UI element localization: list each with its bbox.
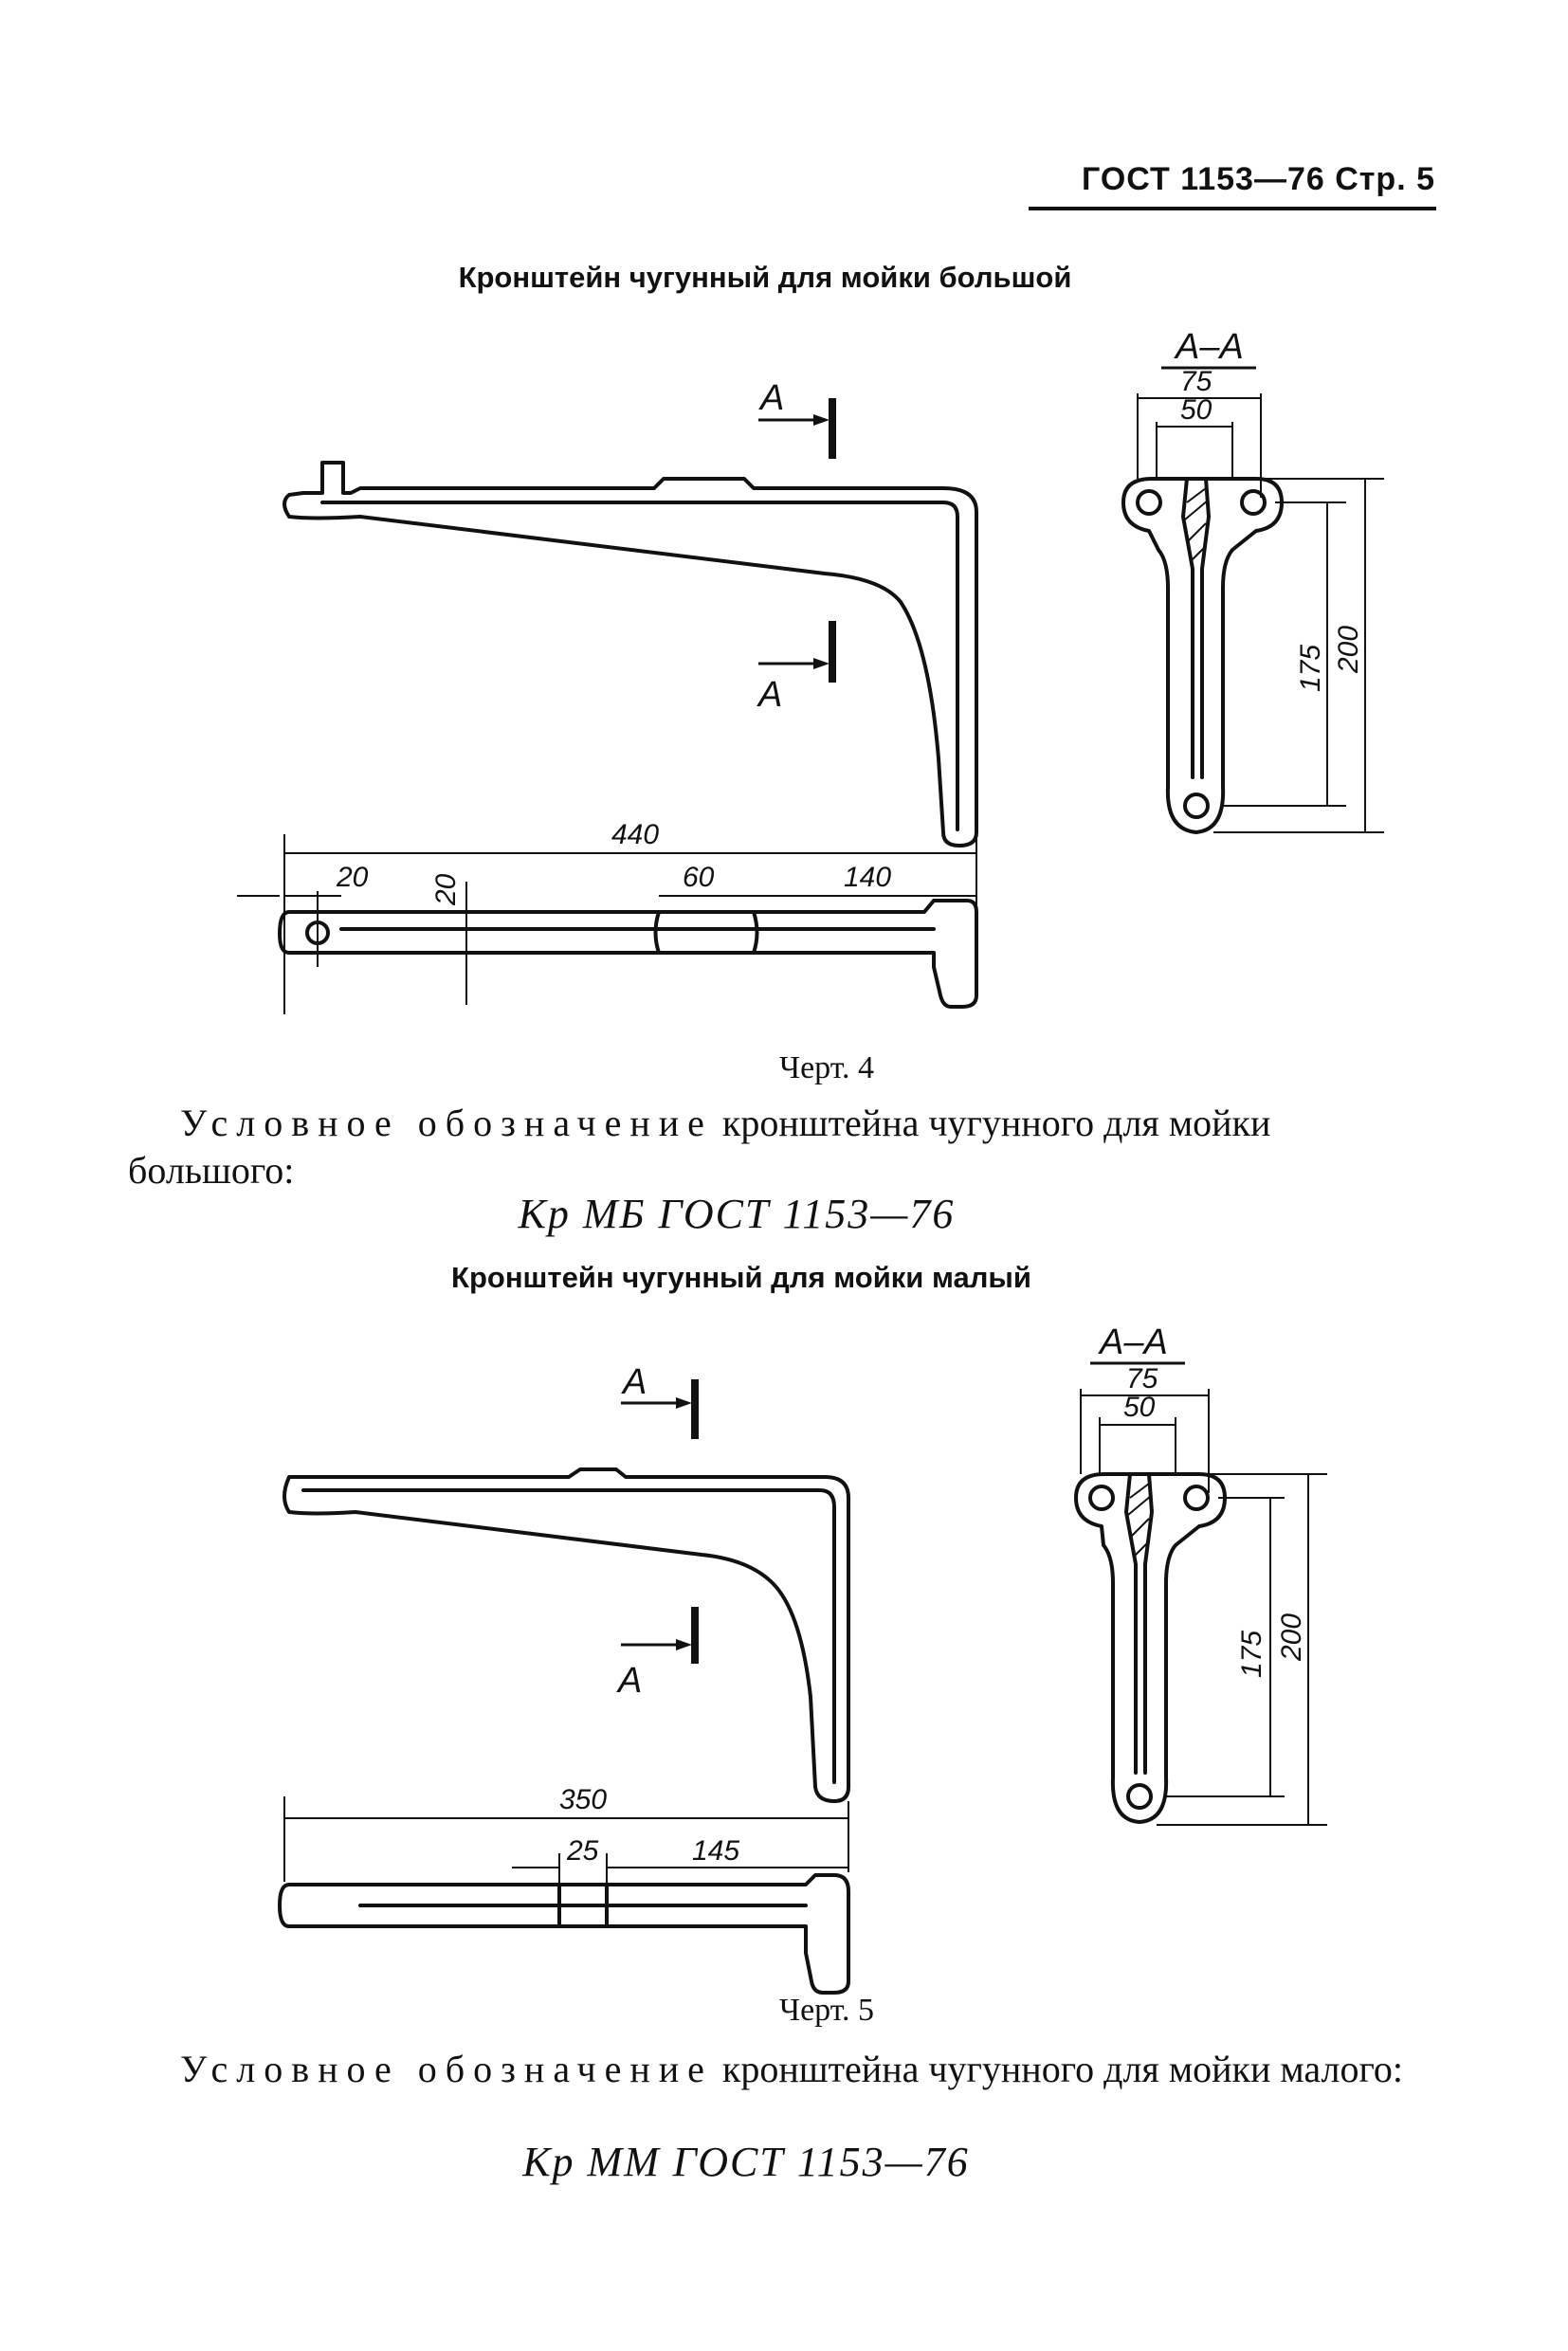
figure4-paragraph: Условное обозначение кронштейна чугунног… <box>128 1100 1436 1194</box>
figure5-section-label-bottom: А <box>616 1661 642 1701</box>
figure5-dim-overall: 350 <box>559 1784 607 1815</box>
figure5-section-title: А–А <box>1098 1322 1168 1362</box>
figure5-paragraph-rest: кронштейна чугунного для мойки малого: <box>721 2048 1404 2090</box>
page-header: ГОСТ 1153—76 Стр. 5 <box>1082 161 1435 197</box>
header-rule <box>1029 207 1436 210</box>
figure5-dim-200: 200 <box>1276 1613 1307 1662</box>
figure4-dim-75: 75 <box>1180 366 1212 397</box>
figure4-paragraph-rest: кронштейна чугунного для мойки большого: <box>128 1102 1271 1192</box>
figure5-dim-175: 175 <box>1236 1631 1267 1678</box>
figure4-dim-20b: 20 <box>430 873 462 906</box>
figure4-section-label-top: А <box>758 378 784 418</box>
figure4-dim-overall: 440 <box>611 819 659 850</box>
figure5-dim-75: 75 <box>1126 1363 1158 1394</box>
figure4-section-label-bottom: А <box>757 675 782 715</box>
figure4-dim-175: 175 <box>1295 645 1326 692</box>
figure4-dim-20a: 20 <box>336 862 369 893</box>
figure4-title: Кронштейн чугунный для мойки большой <box>458 261 1072 294</box>
figure4-dim-140: 140 <box>844 862 891 893</box>
figure5-title: Кронштейн чугунный для мойки малый <box>451 1261 1031 1294</box>
figure4-paragraph-lead: Условное обозначение <box>180 1102 713 1144</box>
figure5-designation: Кр ММ ГОСТ 1153—76 <box>522 2139 970 2185</box>
figure5-dim-25: 25 <box>566 1835 599 1867</box>
figure4-dim-60: 60 <box>683 862 715 893</box>
figure5-dim-50: 50 <box>1123 1392 1156 1423</box>
figure4-designation: Кр МБ ГОСТ 1153—76 <box>518 1191 956 1237</box>
figure5-paragraph: Условное обозначение кронштейна чугунног… <box>128 2046 1436 2093</box>
figure5-paragraph-lead: Условное обозначение <box>180 2048 713 2090</box>
figure5-caption: Черт. 5 <box>778 1993 875 2028</box>
figure5-dim-145: 145 <box>692 1835 739 1867</box>
figure5-section-label-top: А <box>621 1362 647 1402</box>
figure4-section-title: А–А <box>1174 327 1244 367</box>
figure4-dim-50: 50 <box>1180 394 1212 426</box>
figure4-caption: Черт. 4 <box>778 1050 875 1085</box>
figure4-dim-200: 200 <box>1333 626 1364 674</box>
